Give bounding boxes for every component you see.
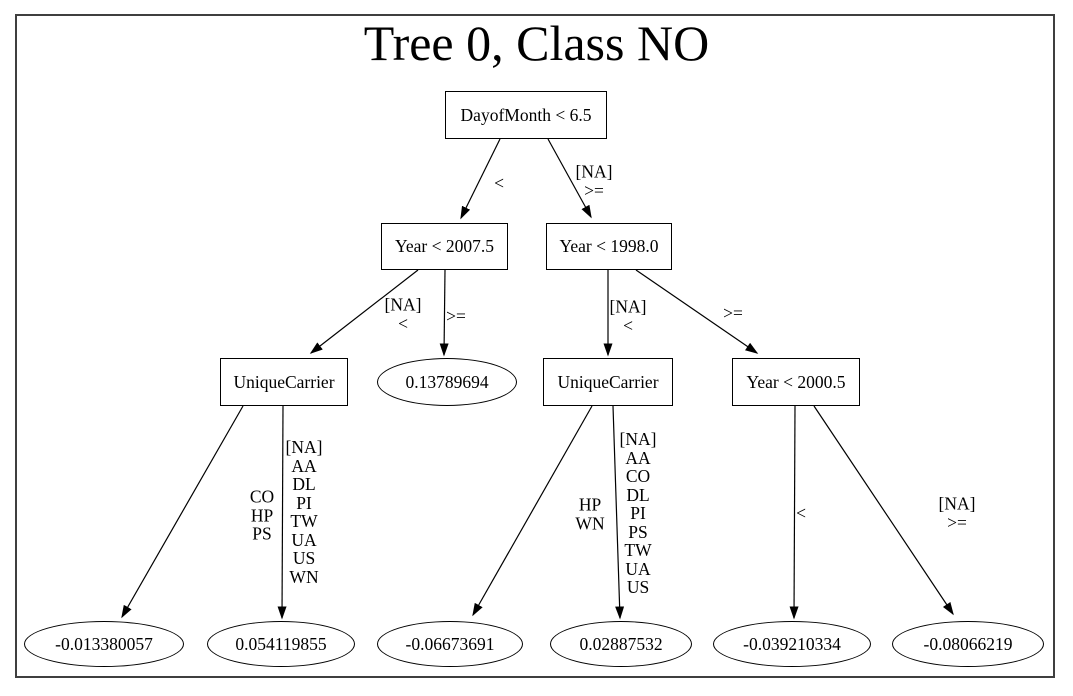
plot-border	[15, 14, 1055, 678]
edge-uc1-to-leaf2	[277, 405, 287, 620]
edge-uc1-to-leaf1	[121, 405, 244, 619]
leaf-node-0-054119855: 0.054119855	[207, 621, 355, 667]
leaf-node-neg0-039210334: -0.039210334	[713, 621, 871, 667]
plot-title: Tree 0, Class NO	[363, 15, 710, 71]
edge-root-to-year2007	[460, 138, 501, 220]
edge-uc2-to-leaf4	[612, 405, 625, 620]
edge-label-year2000-left: <	[796, 502, 806, 523]
leaf-node-0-13789694: 0.13789694	[377, 358, 517, 406]
edge-root-to-year1998	[547, 138, 592, 219]
edge-label-root-right: [NA] >=	[575, 161, 613, 200]
node-split-uniquecarrier-2: UniqueCarrier	[543, 358, 673, 406]
node-split-dayofmonth: DayofMonth < 6.5	[445, 91, 607, 139]
edge-year1998-to-year2000	[635, 269, 759, 354]
edge-label-year2000-right: [NA] >=	[938, 493, 976, 532]
node-split-year1998: Year < 1998.0	[546, 223, 672, 270]
node-split-year2000: Year < 2000.5	[732, 358, 860, 406]
leaf-node-neg0-08066219: -0.08066219	[892, 621, 1044, 667]
edge-label-year2007-left: [NA] <	[384, 294, 422, 333]
leaf-node-0-02887532: 0.02887532	[550, 621, 692, 667]
edge-label-year1998-right: >=	[723, 302, 743, 323]
node-split-uniquecarrier-1: UniqueCarrier	[220, 358, 348, 406]
edge-label-uc1-left: CO HP PS	[249, 486, 275, 544]
edge-label-uc1-right: [NA] AA DL PI TW UA US WN	[285, 437, 323, 587]
edge-label-year2007-right: >=	[446, 305, 466, 326]
edge-year2007-to-leafA	[439, 269, 449, 357]
edge-label-year1998-left: [NA] <	[609, 296, 647, 335]
edge-label-uc2-right: [NA] AA CO DL PI PS TW UA US	[619, 428, 657, 597]
edge-year2007-to-uc1	[309, 269, 419, 354]
leaf-node-neg0-06673691: -0.06673691	[377, 621, 523, 667]
edge-year2000-to-leaf6	[813, 405, 954, 616]
leaf-node-neg0-013380057: -0.013380057	[24, 621, 184, 667]
edge-year2000-to-leaf5	[789, 405, 799, 620]
edge-label-uc2-left: HP WN	[575, 494, 605, 533]
edge-uc2-to-leaf3	[472, 405, 593, 617]
edge-label-root-left: <	[494, 172, 504, 193]
node-split-year2007: Year < 2007.5	[381, 223, 508, 270]
